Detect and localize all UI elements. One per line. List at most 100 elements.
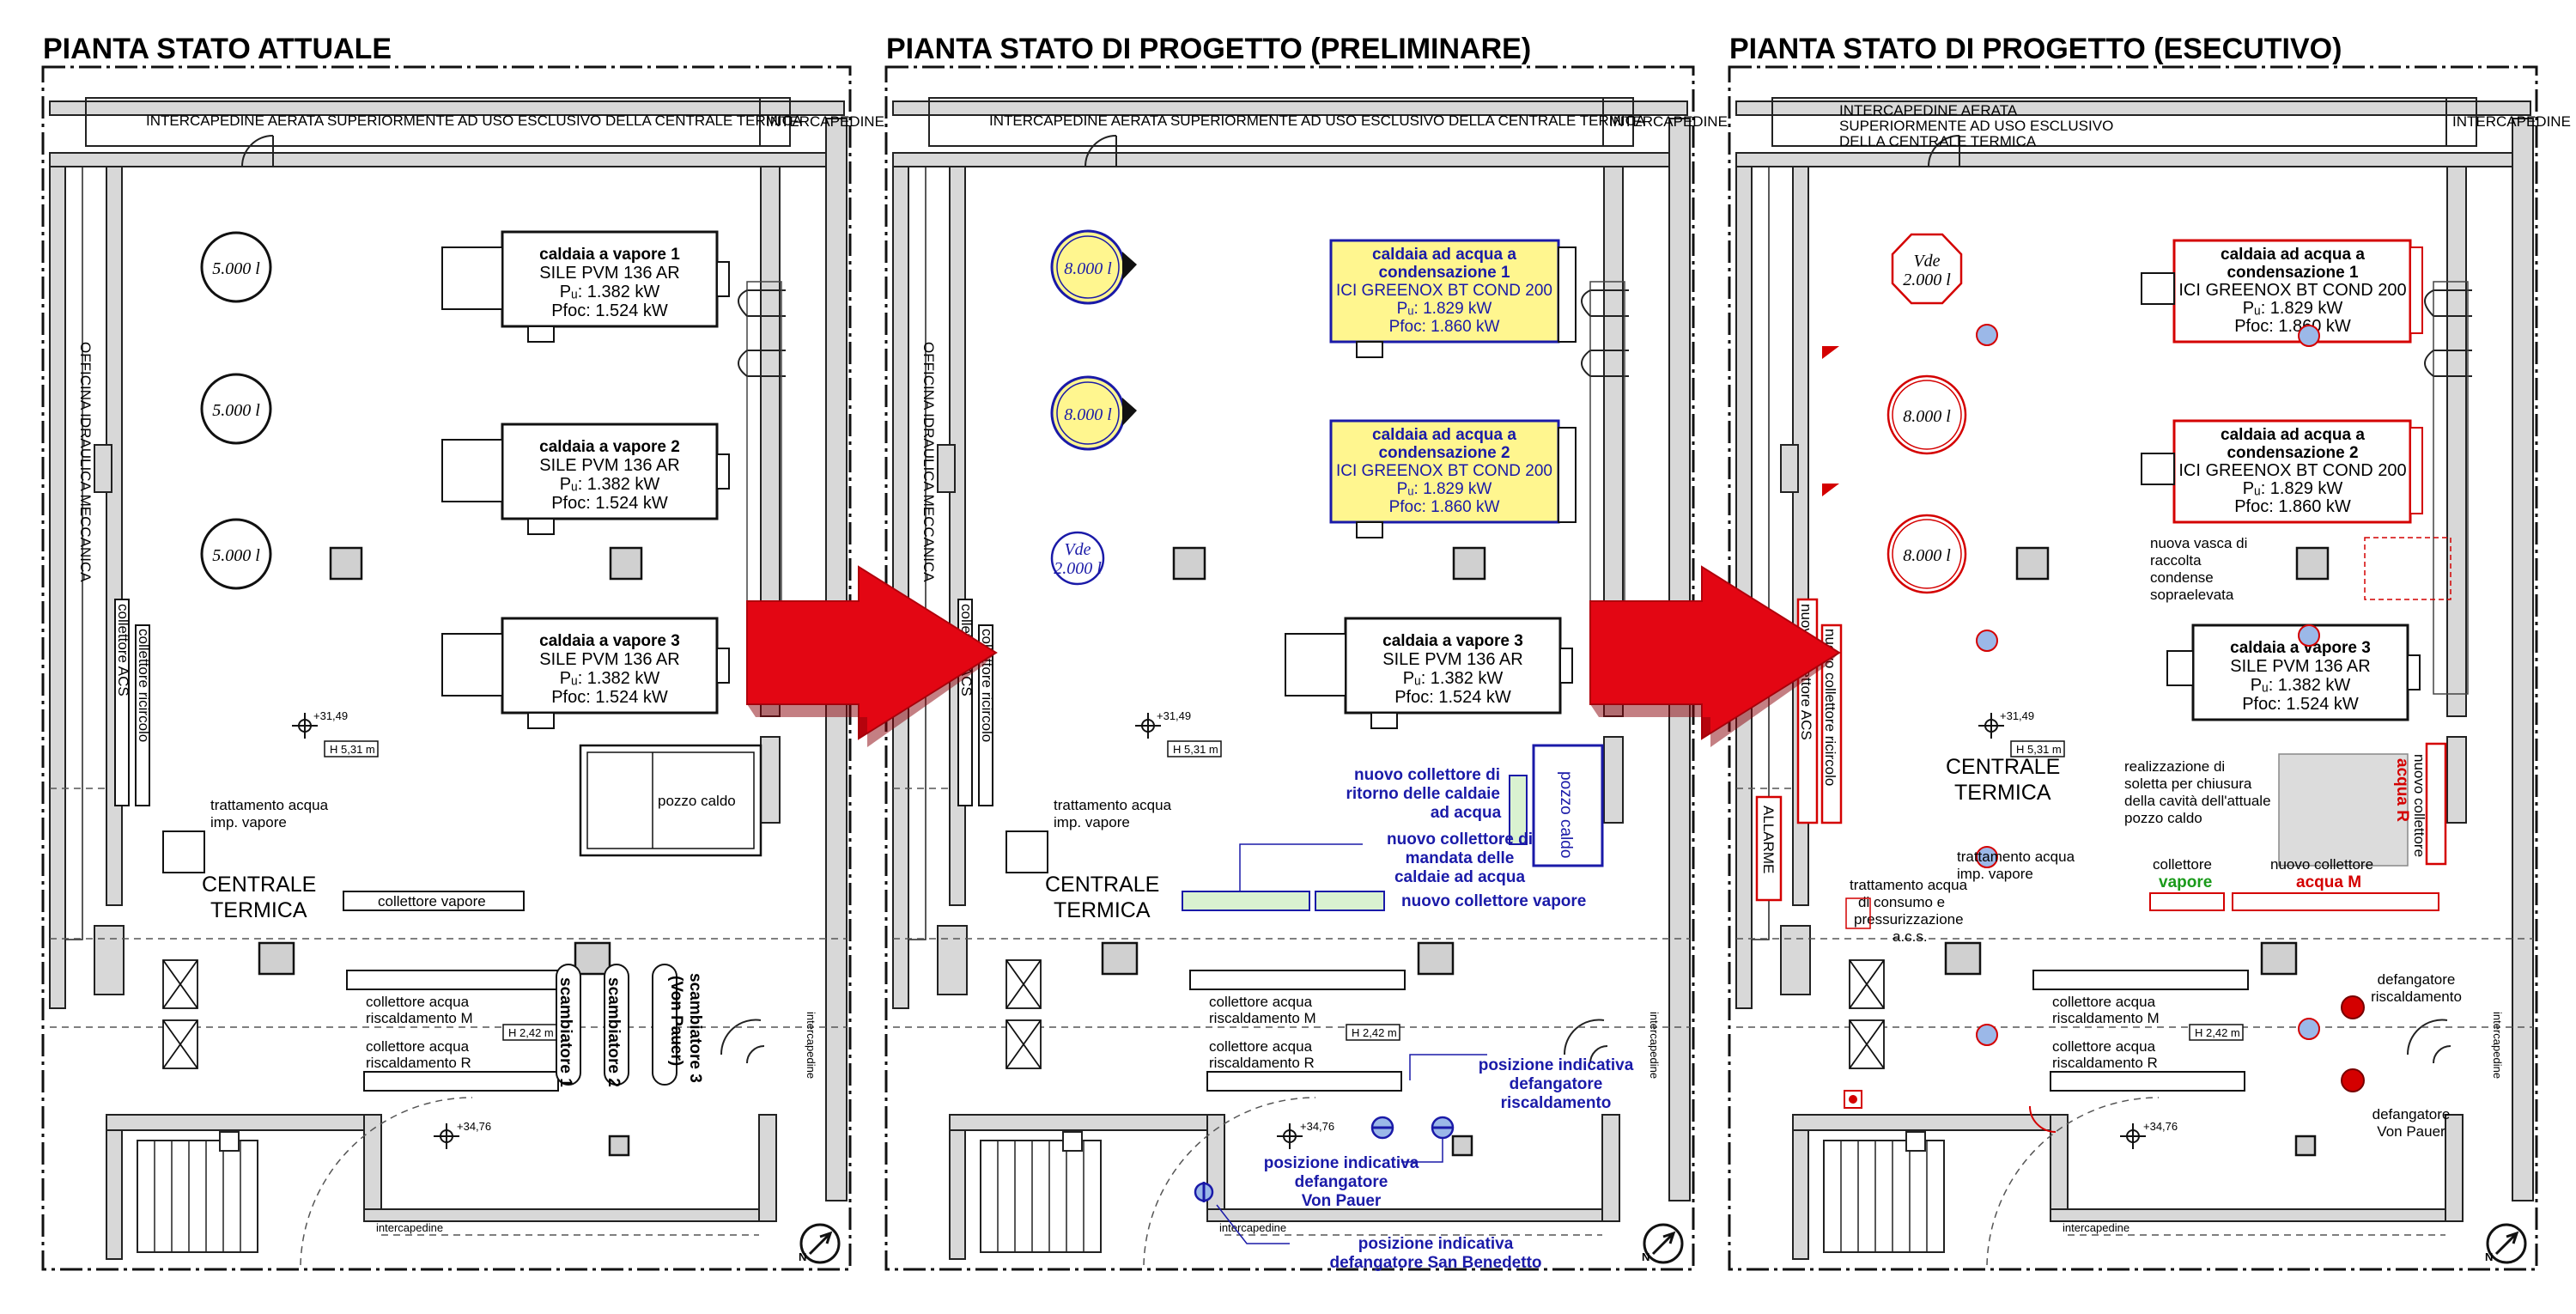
vasca-4: sopraelevata xyxy=(2150,587,2234,603)
collettore-vapore-bar xyxy=(2149,892,2225,911)
quota-3149: +31,49 xyxy=(2000,709,2034,722)
pozzo-caldo-label: pozzo caldo xyxy=(658,793,736,809)
quota-3476: +34,76 xyxy=(2143,1120,2178,1133)
collettore-ricircolo-label: collettore ricircolo xyxy=(136,629,152,742)
quota-3476: +34,76 xyxy=(1300,1120,1334,1133)
collettore-m-label-2: riscaldamento M xyxy=(366,1010,473,1026)
centrale-label-2: TERMICA xyxy=(210,898,307,922)
collettore-r-label-1: collettore acqua xyxy=(1209,1038,1313,1055)
boiler-1-name: caldaia a vapore 1 xyxy=(539,246,680,264)
intercapedine-bottom: intercapedine xyxy=(2063,1221,2129,1234)
intercapedine-top-r3: DELLA CENTRALE TERMICA xyxy=(1839,133,2037,149)
scambiatore-1-label: scambiatore 1 xyxy=(556,977,574,1087)
boiler-3-pfoc: Pfoc: 1.524 kW xyxy=(2242,695,2359,714)
boiler-cond-1-l1: caldaia ad acqua a xyxy=(1372,246,1516,264)
pozzo-caldo-label: pozzo caldo xyxy=(1557,771,1575,858)
boiler-cond-1-pfoc: Pfoc: 1.860 kW xyxy=(1389,318,1500,336)
boiler-cond-1-l2: condensazione 1 xyxy=(2227,264,2359,282)
officina-label: OFFICINA IDRAULICA MECCANICA xyxy=(77,342,94,582)
boiler-cond-1-l2: condensazione 1 xyxy=(1378,264,1510,282)
vapore-label: vapore xyxy=(2159,873,2212,891)
pozzo-caldo-new xyxy=(1532,744,1604,867)
trattamento-label-1: trattamento acqua xyxy=(1957,849,2075,865)
pos-sb-1: posizione indicativa xyxy=(1358,1235,1514,1253)
nuovo-ritorno-2: ritorno delle caldaie xyxy=(1346,785,1501,803)
tank-8000-2-label: 8.000 l xyxy=(1064,405,1112,424)
boiler-3-pu: Pᵤ: 1.382 kW xyxy=(560,669,660,688)
boiler-cond-2-l2: condensazione 2 xyxy=(1378,444,1510,462)
defangatore-risc xyxy=(2341,995,2365,1019)
boiler-cond-1-model: ICI GREENOX BT COND 200 xyxy=(1336,282,1552,300)
collettore-m-label-2: riscaldamento M xyxy=(2052,1010,2160,1026)
boiler-3-pu: Pᵤ: 1.382 kW xyxy=(1403,669,1504,688)
boiler-1-model: SILE PVM 136 AR xyxy=(539,264,679,283)
boiler-cond-1-model: ICI GREENOX BT COND 200 xyxy=(2178,281,2406,300)
h531-label: H 5,31 m xyxy=(330,743,375,756)
collettore-r-label-1: collettore acqua xyxy=(2052,1038,2156,1055)
boiler-cond-2-model: ICI GREENOX BT COND 200 xyxy=(1336,462,1552,480)
boiler-3: caldaia a vapore 3 SILE PVM 136 AR Pᵤ: 1… xyxy=(440,617,731,730)
boiler-2-name: caldaia a vapore 2 xyxy=(539,438,680,456)
tank-vde-label-2: 2.000 l xyxy=(1054,559,1102,578)
h242-label: H 2,42 m xyxy=(1352,1026,1397,1039)
vasca-condense xyxy=(2364,537,2451,600)
nuovo-vapore-label: nuovo collettore vapore xyxy=(1401,892,1586,910)
tank-8000-2 xyxy=(1886,514,1967,594)
tank-3-label: 5.000 l xyxy=(212,546,260,565)
officina-label: OFFICINA IDRAULICA MECCANICA xyxy=(920,342,937,582)
collettore-vapore-new xyxy=(1315,891,1385,911)
boiler-cond-1-pu: Pᵤ: 1.829 kW xyxy=(1397,300,1492,318)
boiler-cond-2-l1: caldaia ad acqua a xyxy=(2221,426,2365,444)
allarme-panel xyxy=(1755,795,1783,902)
boiler-1: caldaia a vapore 1 SILE PVM 136 AR Pᵤ: 1… xyxy=(440,230,731,344)
boiler-3-pfoc: Pfoc: 1.524 kW xyxy=(1394,688,1511,707)
quota-3149: +31,49 xyxy=(313,709,348,722)
vasca-2: raccolta xyxy=(2150,552,2202,569)
intercapedine-right: intercapedine xyxy=(1648,1012,1661,1079)
boiler-cond-1-l1: caldaia ad acqua a xyxy=(2221,246,2365,264)
trattamento-label-2: imp. vapore xyxy=(1957,866,2033,882)
boiler-cond-2-l1: caldaia ad acqua a xyxy=(1372,426,1516,444)
collettore-m-label-1: collettore acqua xyxy=(2052,994,2156,1010)
pos-risc-3: riscaldamento xyxy=(1501,1094,1612,1112)
intercapedine-top-r2: SUPERIORMENTE AD USO ESCLUSIVO xyxy=(1839,118,2113,134)
boiler-cond-1-pfoc: Pfoc: 1.860 kW xyxy=(2234,317,2351,336)
soletta-4: pozzo caldo xyxy=(2124,810,2202,826)
intercapedine-side-label: INTERCAPEDINE xyxy=(766,113,884,130)
quota-3149: +31,49 xyxy=(1157,709,1191,722)
collettore-r-label-1: collettore acqua xyxy=(366,1038,470,1055)
collettore-mandata xyxy=(1182,891,1310,911)
collettore-acs-label: collettore ACS xyxy=(115,604,131,697)
boiler-3-name: caldaia a vapore 3 xyxy=(1382,632,1523,650)
boiler-2-pfoc: Pfoc: 1.524 kW xyxy=(551,494,668,513)
title-left: PIANTA STATO ATTUALE xyxy=(43,33,392,65)
nuovo-ritorno-3: ad acqua xyxy=(1431,804,1502,822)
tank-8000-1-label: 8.000 l xyxy=(1064,259,1112,278)
intercapedine-top-label: INTERCAPEDINE AERATA SUPERIORMENTE AD US… xyxy=(146,113,803,129)
panel-stato-preliminare: INTERCAPEDINE AERATA SUPERIORMENTE AD US… xyxy=(884,65,1728,1272)
collettore-acs-bar xyxy=(114,599,130,806)
tratt-cons-2: di consumo e xyxy=(1858,894,1945,910)
centrale-label-2: TERMICA xyxy=(1954,781,2051,805)
tank-8000-1 xyxy=(1886,374,1967,455)
boiler-cond-2-pu: Pᵤ: 1.829 kW xyxy=(1397,480,1492,498)
arrow-to-preliminare xyxy=(746,565,998,747)
collettore-label: collettore xyxy=(2153,856,2212,873)
nuovo-mandata-3: caldaie ad acqua xyxy=(1394,868,1526,886)
tank-vde-label-1: Vde xyxy=(1064,540,1091,559)
boiler-2: caldaia a vapore 2 SILE PVM 136 AR Pᵤ: 1… xyxy=(440,423,731,536)
centrale-label-1: CENTRALE xyxy=(1946,755,2060,779)
boiler-3-pu: Pᵤ: 1.382 kW xyxy=(2251,676,2351,695)
defangatore-sb-symbol xyxy=(1194,1182,1214,1202)
intercapedine-right: intercapedine xyxy=(805,1012,817,1079)
trattamento-label-1: trattamento acqua xyxy=(1054,797,1172,813)
collettore-m-label-2: riscaldamento M xyxy=(1209,1010,1316,1026)
boiler-cond-1: caldaia ad acqua a condensazione 1 ICI G… xyxy=(1329,239,1577,358)
collettore-m-label-1: collettore acqua xyxy=(366,994,470,1010)
soletta-3: della cavità dell'attuale xyxy=(2124,793,2271,809)
boiler-cond-2: caldaia ad acqua a condensazione 2 ICI G… xyxy=(1329,419,1577,538)
h531-label: H 5,31 m xyxy=(2016,743,2062,756)
collettore-r-label-2: riscaldamento R xyxy=(2052,1055,2158,1071)
pos-von-1: posizione indicativa xyxy=(1264,1154,1419,1172)
collettore-vapore xyxy=(343,891,525,911)
